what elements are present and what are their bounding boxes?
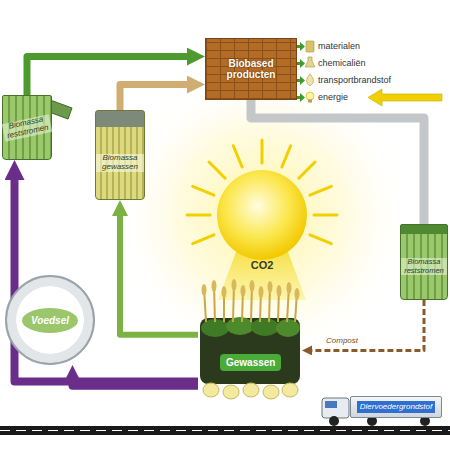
residue-bin: Biomassa reststromen (2, 95, 52, 160)
bulb (282, 383, 298, 397)
legend-text: transportbrandstof (318, 75, 391, 85)
co2-beam (218, 252, 306, 300)
legend-entry: materialen (318, 38, 360, 55)
node-text: Diervoedergrondstof (357, 401, 435, 414)
output-arrows (297, 42, 305, 102)
wheat-heads (202, 279, 300, 300)
legend-text: chemicaliën (318, 58, 366, 68)
sun-ray (193, 186, 214, 195)
output-arrow (297, 76, 305, 85)
crop-bin: Biomassa gewassen (95, 110, 145, 200)
crop-node: Gewassen (198, 288, 302, 392)
leaf (251, 318, 279, 336)
bulb (203, 383, 219, 397)
wheat-head (277, 285, 282, 297)
edge-label: Compost (326, 336, 358, 345)
bulbs (203, 383, 298, 399)
node-text: Voedsel (22, 308, 78, 333)
wheat-head (202, 284, 207, 296)
flow-arrow (120, 85, 187, 111)
product-box: Biobased producten (205, 38, 297, 100)
leaf (226, 317, 254, 335)
sun-ray (310, 186, 331, 195)
sun-ray (193, 235, 214, 244)
energy-input-arrow (368, 89, 442, 106)
sun-glow (112, 65, 412, 365)
sun-ray (314, 214, 337, 217)
node-text: Biobased producten (206, 56, 296, 82)
output-arrow (297, 42, 305, 51)
sun-ray (187, 214, 210, 217)
sun-ray (282, 146, 291, 167)
chemical-icon (305, 57, 315, 67)
legend-entry: transportbrandstof (318, 72, 391, 89)
sun-ray (299, 162, 315, 178)
node-text: Biomassa reststromen (2, 114, 53, 141)
bulb (263, 385, 279, 399)
wheat-head (287, 282, 292, 294)
crop-field (200, 279, 300, 399)
energy-icon-base (308, 100, 312, 103)
legend-text: materialen (318, 41, 360, 51)
output-arrow (297, 59, 305, 68)
flow-arrow (120, 216, 198, 335)
legend-icons (305, 41, 315, 103)
wheat-head (295, 288, 300, 300)
wheat-head (232, 279, 237, 291)
wheat-head (250, 280, 255, 292)
legend-text: energie (318, 92, 348, 102)
sun-ray (209, 162, 225, 178)
legend-entry: chemicaliën (318, 55, 366, 72)
node-text: Biomassa gewassen (96, 154, 144, 172)
road (0, 426, 450, 435)
feed-truck: Diervoedergrondstof (350, 396, 442, 418)
sun (217, 170, 307, 260)
node-text: Biomassa reststromen (401, 258, 447, 275)
gas-label: CO2 (240, 259, 284, 271)
wheat-head (241, 285, 246, 297)
flow-arrow (312, 300, 424, 350)
energy-icon (306, 92, 314, 100)
bulb (223, 385, 239, 399)
sun-ray (310, 235, 331, 244)
sun-ray (261, 140, 264, 163)
sun-ray (233, 146, 242, 167)
wheat-head (268, 281, 273, 293)
truck-cab (322, 398, 349, 418)
flow-arrow (27, 57, 187, 95)
food-plate: Voedsel (5, 275, 95, 365)
soil (200, 318, 300, 384)
legend-entry: energie (318, 89, 348, 106)
node-text: Gewassen (220, 354, 281, 371)
output-arrow (297, 93, 305, 102)
truck-window (325, 401, 337, 408)
fuel-icon (307, 74, 314, 86)
material-icon (306, 41, 314, 52)
flow-arrow (251, 100, 424, 224)
residue-bin: Biomassa reststromen (400, 224, 448, 300)
wheat-head (222, 286, 227, 298)
bulb (243, 383, 259, 397)
wheat-head (212, 280, 217, 292)
wheat-head (259, 286, 264, 298)
truck-wheel (329, 416, 339, 426)
road-marking (0, 430, 450, 431)
